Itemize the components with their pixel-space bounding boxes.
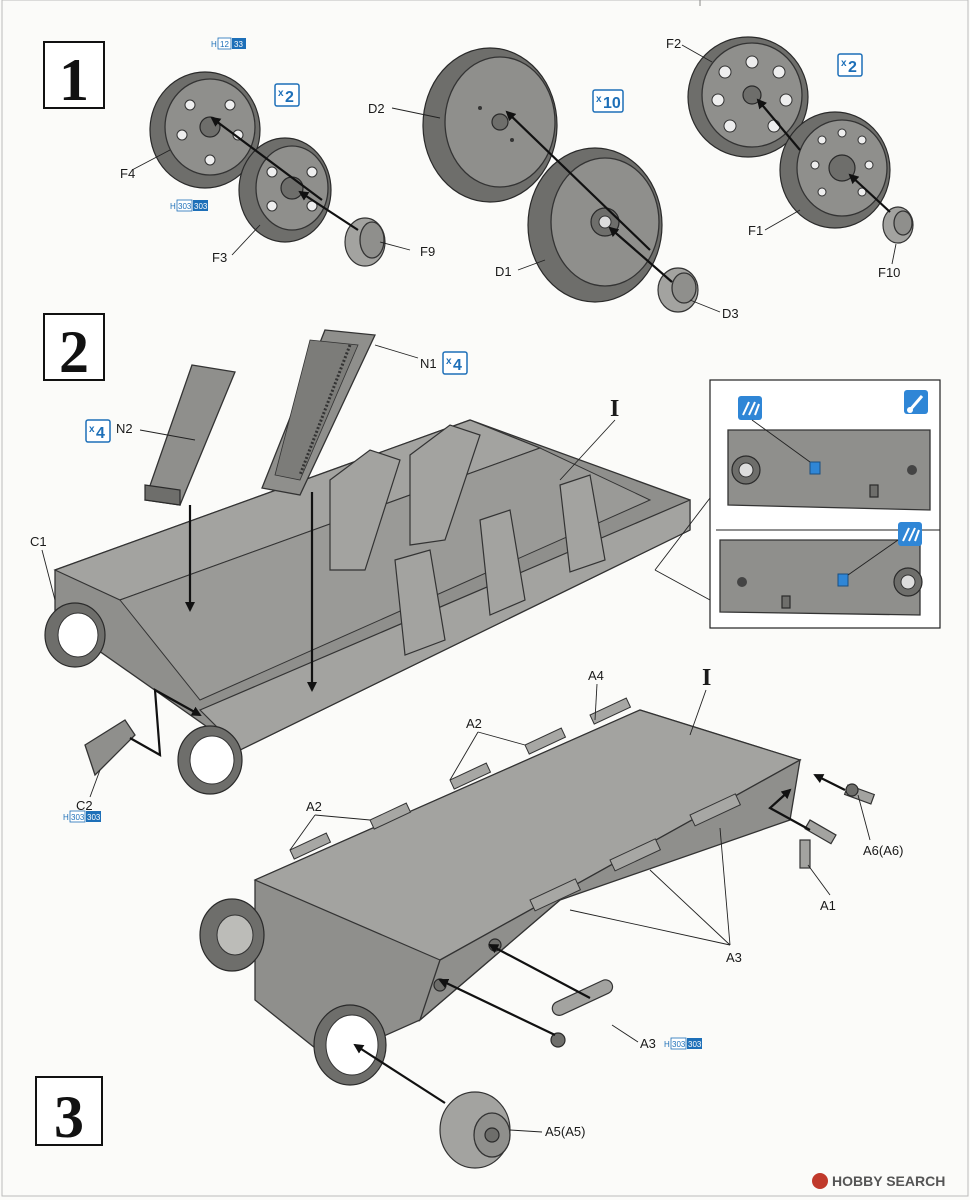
idler-wheel-f3 — [238, 137, 332, 243]
svg-text:303: 303 — [178, 202, 192, 211]
part-label-d1: D1 — [495, 264, 512, 279]
step-1-box: 1 — [43, 41, 105, 113]
detail-inset — [709, 379, 941, 629]
svg-text:303: 303 — [688, 1040, 702, 1049]
svg-text:4: 4 — [96, 425, 105, 442]
svg-text:HOBBY SEARCH: HOBBY SEARCH — [832, 1173, 945, 1189]
part-label-a3: A3 — [726, 950, 742, 965]
hull-upper-view — [44, 419, 691, 795]
glue-icon — [898, 522, 922, 546]
svg-text:303: 303 — [71, 813, 85, 822]
step-number: 3 — [54, 1084, 84, 1150]
glue-icon — [738, 396, 762, 420]
sprocket-f1 — [779, 111, 891, 229]
quantity-badge-n2: x 4 — [85, 419, 111, 443]
idler-wheel-f4 — [149, 71, 261, 189]
hub-cap-f9 — [344, 217, 386, 267]
step-2-box: 2 — [43, 313, 105, 385]
paint-code-f4-top: H 12 33 — [211, 37, 246, 50]
quantity-badge-sprocket: x 2 — [837, 53, 863, 77]
step-3-box: 3 — [35, 1076, 103, 1150]
mount-c2 — [84, 719, 136, 777]
svg-text:x: x — [89, 424, 95, 435]
hull-lower-view — [199, 697, 802, 1086]
part-label-a1: A1 — [820, 898, 836, 913]
svg-text:H: H — [170, 202, 176, 211]
svg-text:2: 2 — [285, 89, 294, 106]
part-label-d2: D2 — [368, 101, 385, 116]
part-label-hull-lower: I — [702, 665, 711, 691]
part-label-n2: N2 — [116, 421, 133, 436]
part-label-f1: F1 — [748, 223, 763, 238]
arm-a3 — [550, 979, 614, 1048]
road-wheel-d2 — [422, 47, 558, 203]
part-label-f2: F2 — [666, 36, 681, 51]
svg-text:2: 2 — [848, 59, 857, 76]
part-label-f9: F9 — [420, 244, 435, 259]
svg-text:303: 303 — [672, 1040, 686, 1049]
part-label-c2: C2 — [76, 798, 93, 813]
link-a6 — [843, 783, 876, 805]
part-label-hull-upper: I — [610, 396, 619, 422]
svg-text:H: H — [63, 813, 69, 822]
part-label-f3: F3 — [212, 250, 227, 265]
paint-brush-icon — [904, 390, 928, 414]
link-a1 — [799, 819, 837, 869]
step-number: 1 — [59, 47, 89, 113]
part-label-a6: A6(A6) — [863, 843, 903, 858]
quantity-badge-idler: x 2 — [274, 83, 300, 107]
svg-text:4: 4 — [453, 357, 462, 374]
paint-code-a3: H 303 303 — [664, 1037, 702, 1050]
svg-text:H: H — [664, 1040, 670, 1049]
paint-code-f4-bottom: H 303 303 — [170, 199, 208, 212]
step-number: 2 — [59, 319, 89, 385]
svg-text:10: 10 — [603, 95, 621, 112]
svg-text:12: 12 — [220, 40, 229, 49]
svg-text:303: 303 — [87, 813, 101, 822]
part-label-f4: F4 — [120, 166, 135, 181]
svg-text:x: x — [278, 88, 284, 99]
part-label-d3: D3 — [722, 306, 739, 321]
part-label-n1: N1 — [420, 356, 437, 371]
part-label-a5: A5(A5) — [545, 1124, 585, 1139]
part-label-c1: C1 — [30, 534, 47, 549]
paint-code-c2: H 303 303 — [63, 810, 101, 823]
bracket-n1 — [261, 329, 376, 496]
hub-a5 — [439, 1091, 511, 1169]
svg-text:x: x — [841, 58, 847, 69]
hub-cap-f10 — [882, 206, 914, 244]
quantity-badge-n1: x 4 — [442, 351, 468, 375]
svg-text:H: H — [211, 40, 217, 49]
part-label-a2-upper: A2 — [466, 716, 482, 731]
part-label-a3-bottom: A3 — [640, 1036, 656, 1051]
quantity-badge-road-wheel: x 10 — [592, 89, 624, 113]
part-label-f10: F10 — [878, 265, 900, 280]
part-label-a2-left: A2 — [306, 799, 322, 814]
svg-text:303: 303 — [194, 202, 208, 211]
svg-text:x: x — [596, 94, 602, 105]
svg-text:33: 33 — [234, 40, 243, 49]
part-label-a4: A4 — [588, 668, 604, 683]
watermark: HOBBY SEARCH — [812, 1173, 945, 1189]
svg-text:x: x — [446, 356, 452, 367]
bracket-n2 — [144, 364, 236, 506]
road-wheel-d1 — [527, 147, 663, 303]
